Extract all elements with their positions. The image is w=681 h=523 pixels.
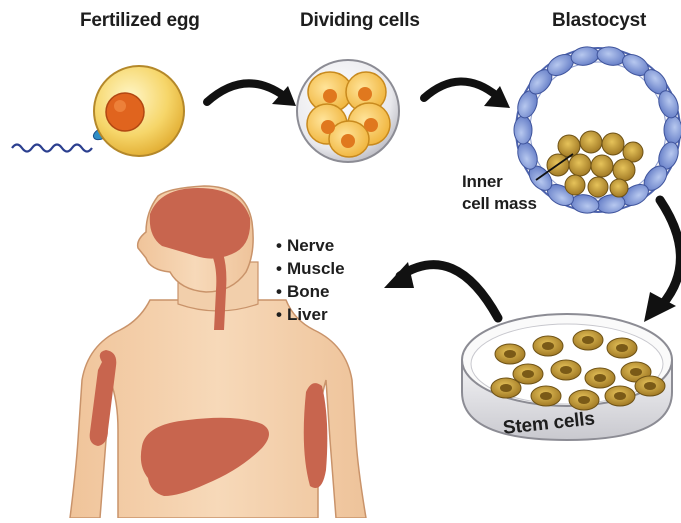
stem-cell-nucleus — [630, 368, 642, 376]
dividing-cells — [297, 60, 399, 162]
stem-cell-nucleus — [542, 342, 554, 350]
stem-cell-nucleus — [500, 384, 512, 392]
label-inner-cell-mass-line1: Inner — [462, 171, 562, 193]
cell-type-item: Bone — [276, 280, 345, 303]
label-dividing-cells: Dividing cells — [300, 10, 420, 32]
stem-cell-nucleus — [644, 382, 656, 390]
arrow-egg-to-dividing — [207, 83, 296, 106]
blastocyst-outer-cell — [514, 116, 532, 144]
cell-type-item: Nerve — [276, 234, 345, 257]
blastocyst-outer-cell — [664, 116, 681, 144]
stem-cell-nucleus — [614, 392, 626, 400]
label-inner-cell-mass: Inner cell mass — [462, 171, 562, 215]
stem-cell-nucleus — [560, 366, 572, 374]
stem-cell-nucleus — [582, 336, 594, 344]
label-fertilized-egg: Fertilized egg — [80, 10, 200, 32]
label-blastocyst: Blastocyst — [552, 10, 646, 32]
stem-cell-nucleus — [616, 344, 628, 352]
arrow-dividing-to-blastocyst — [424, 81, 510, 108]
arrow-dish-to-body — [384, 262, 498, 318]
stem-cell-nucleus — [578, 396, 590, 404]
sperm — [12, 126, 110, 151]
cell-type-list: Nerve Muscle Bone Liver — [276, 234, 345, 326]
arrow-blastocyst-to-dish — [644, 200, 681, 322]
label-inner-cell-mass-line2: cell mass — [462, 193, 562, 215]
cell-type-item: Muscle — [276, 257, 345, 280]
fertilized-egg — [94, 66, 184, 156]
stem-cell-nucleus — [504, 350, 516, 358]
stem-cell-nucleus — [540, 392, 552, 400]
stem-cell-nucleus — [522, 370, 534, 378]
stem-cell-nucleus — [594, 374, 606, 382]
cell-type-item: Liver — [276, 303, 345, 326]
